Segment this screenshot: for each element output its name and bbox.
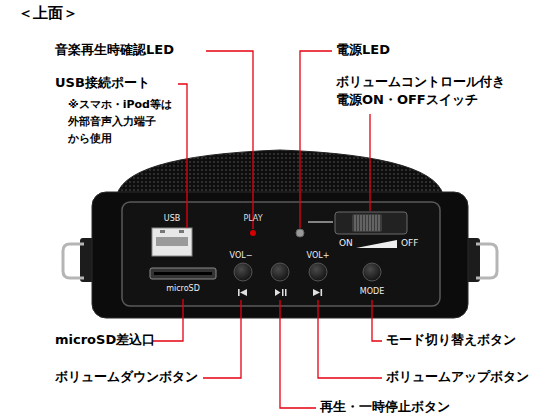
panel-marking: VOL+ — [307, 251, 330, 261]
panel-mark — [308, 221, 333, 222]
panel-marking: ON — [339, 238, 353, 250]
view-title: ＜上面＞ — [18, 4, 78, 24]
vol-down-button — [234, 263, 252, 281]
callout-text: ボリュームダウンボタン — [55, 369, 198, 386]
strap-ring-right — [464, 238, 497, 282]
usb-port — [152, 228, 192, 256]
panel-marking: microSD — [166, 284, 200, 294]
panel-marking: USB — [164, 214, 180, 224]
volume-wedge — [356, 240, 397, 248]
power-volume-switch — [335, 212, 407, 234]
callout-text: ボリュームコントロール付き 電源ON・OFFスイッチ — [336, 73, 521, 109]
mode-button — [363, 263, 381, 281]
vol-up-button — [309, 263, 327, 281]
callout-text: ボリュームアップボタン — [386, 369, 529, 386]
device-body — [92, 192, 468, 318]
play-led — [250, 230, 256, 236]
callout-text: 音楽再生時確認LED — [55, 42, 174, 59]
power-led — [296, 229, 304, 237]
microsd-slot — [150, 268, 216, 279]
panel-marking: OFF — [401, 238, 418, 250]
button-symbols — [238, 289, 322, 296]
callout-note: ※スマホ・iPod等は 外部音声入力端子 から使用 — [68, 96, 180, 147]
callout-text: モード切り替えボタン — [386, 332, 516, 349]
strap-ring-left — [63, 238, 96, 282]
callout-text: USB接続ポート — [55, 75, 150, 92]
callout-text: 電源LED — [336, 42, 390, 59]
panel-marking: VOL− — [230, 251, 253, 261]
play-pause-button — [271, 263, 289, 281]
panel-marking: MODE — [360, 287, 384, 297]
panel-marking: PLAY — [243, 214, 262, 224]
callout-text: 再生・一時停止ボタン — [320, 399, 450, 416]
control-panel — [122, 202, 440, 306]
callout-text: microSD差込口 — [55, 332, 155, 349]
